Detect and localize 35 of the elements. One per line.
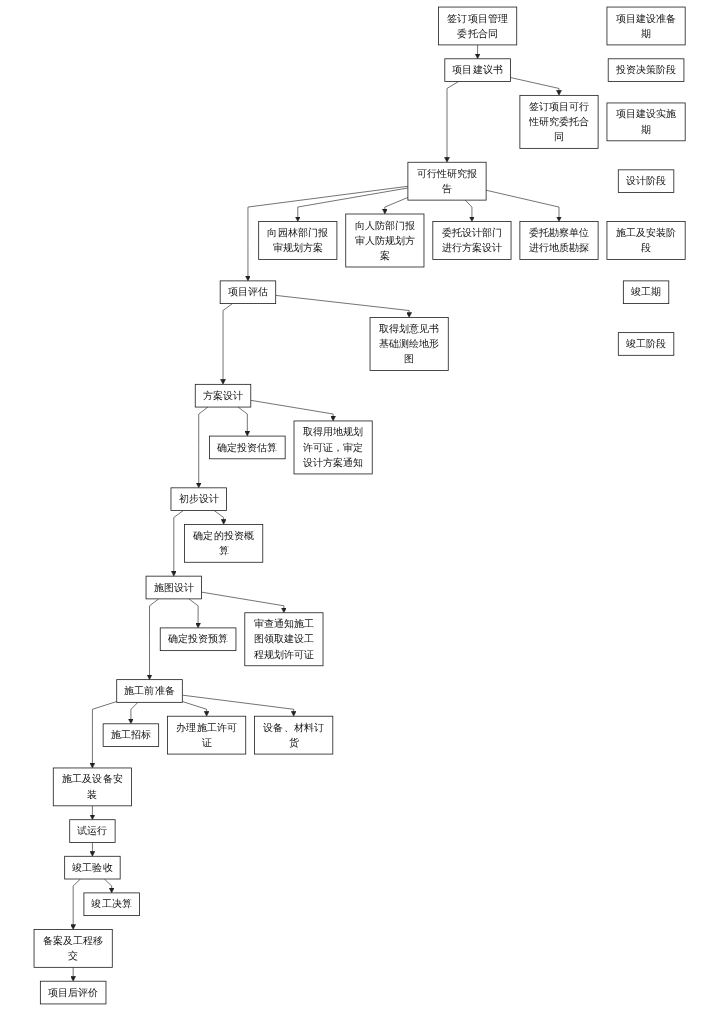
node-box: 项目建议书 bbox=[444, 58, 512, 82]
node-box: 审查通知施工图领取建设工程规划许可证 bbox=[244, 612, 324, 667]
node-box: 设备、材料订货 bbox=[254, 715, 334, 755]
node-box: 委托设计部门进行方案设计 bbox=[432, 221, 512, 260]
node-box: 设计阶段 bbox=[618, 169, 675, 193]
node-box: 项目后评价 bbox=[40, 980, 107, 1005]
node-box: 办理施工许可证 bbox=[167, 715, 247, 755]
node-box: 委托勘察单位进行地质勘探 bbox=[519, 221, 599, 260]
node-box: 竣工阶段 bbox=[618, 332, 675, 356]
node-box: 试运行 bbox=[69, 819, 116, 843]
node-box: 施工招标 bbox=[103, 723, 160, 747]
node-box: 取得用地规划许可证，审定设计方案通知 bbox=[293, 420, 374, 475]
node-box: 可行性研究报告 bbox=[407, 161, 487, 201]
node-box: 施工及设备安装 bbox=[53, 767, 133, 807]
node-box: 签订项目管理委托合同 bbox=[438, 6, 518, 46]
node-box: 竣工决算 bbox=[83, 892, 141, 916]
node-box: 投资决策阶段 bbox=[608, 58, 685, 82]
node-box: 确定投资估算 bbox=[209, 435, 286, 460]
node-box: 向人防部门报审人防规划方案 bbox=[345, 213, 425, 268]
node-box: 取得划意见书基础测绘地形图 bbox=[370, 317, 450, 371]
node-box: 方案设计 bbox=[195, 383, 252, 408]
node-box: 施工及安装阶段 bbox=[606, 221, 686, 260]
node-box: 向园林部门报审规划方案 bbox=[258, 221, 338, 260]
node-box: 确定投资预算 bbox=[160, 627, 237, 651]
node-box: 初步设计 bbox=[170, 487, 228, 511]
node-box: 竣工验收 bbox=[64, 855, 121, 880]
node-box: 确定的投资概算 bbox=[184, 524, 264, 563]
node-box: 竣工期 bbox=[623, 280, 670, 304]
node-box: 签订项目可行性研究委托合同 bbox=[519, 94, 599, 149]
node-box: 项目建设实施期 bbox=[606, 102, 686, 142]
node-box: 施图设计 bbox=[146, 575, 203, 600]
node-box: 项目建设准备期 bbox=[606, 6, 686, 46]
node-box: 施工前准备 bbox=[116, 679, 184, 703]
node-box: 备案及工程移交 bbox=[34, 929, 114, 968]
node-box: 项目评估 bbox=[220, 280, 277, 304]
